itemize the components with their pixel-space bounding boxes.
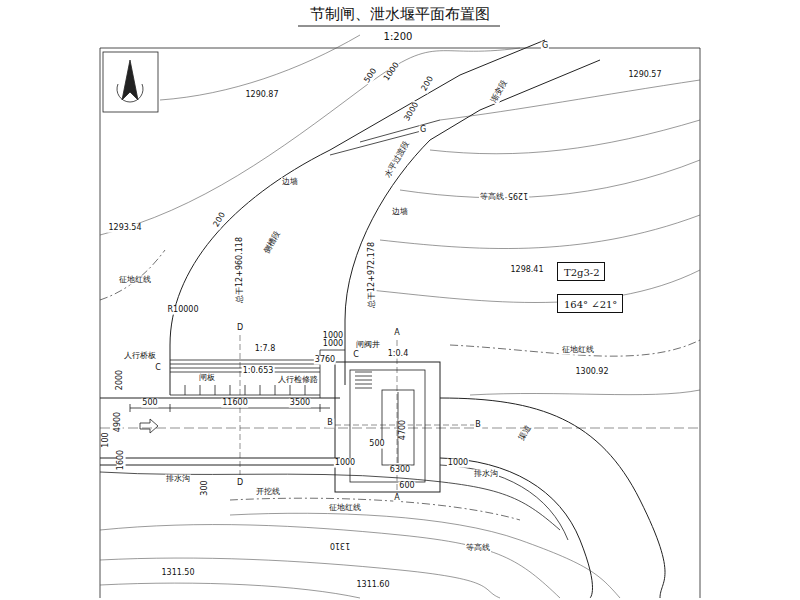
geology-text: 164° ∠21° xyxy=(564,299,616,310)
drawing-label: 500 xyxy=(362,66,379,85)
drawing-label: 总干12+972.178 xyxy=(368,241,377,309)
drawing-label: 1310 xyxy=(329,541,351,550)
drawing-label: 边墙 xyxy=(281,178,299,187)
drawing-label: 4700 xyxy=(399,419,408,441)
drawing-label: A xyxy=(393,494,400,503)
drawing-label: 1000 xyxy=(382,60,402,83)
drawing-label: B xyxy=(474,421,482,430)
drawing-label: 4900 xyxy=(114,411,123,433)
drawing-label: 1290.57 xyxy=(627,71,662,80)
drawing-label: 闸板 xyxy=(198,374,216,383)
drawing-label: 11600 xyxy=(221,399,248,408)
drawing-label: 2000 xyxy=(116,369,125,391)
drawing-label: 1000 xyxy=(334,459,356,468)
drawing-label: 500 xyxy=(141,399,158,408)
drawing-label: 征地红线 xyxy=(328,504,362,513)
geology-text: T2g3-2 xyxy=(564,267,598,278)
drawing-label: 总干12+960.118 xyxy=(236,236,245,304)
geology-box: 164° ∠21° xyxy=(557,294,623,313)
drawing-label: 开挖线 xyxy=(255,488,281,497)
drawing-label: 1:0.4 xyxy=(387,350,410,359)
geology-box: T2g3-2 xyxy=(557,262,605,281)
drawing-label: R10000 xyxy=(166,306,199,315)
drawing-label: 等高线 xyxy=(479,193,505,202)
drawing-label: 1311.50 xyxy=(160,569,195,578)
drawing-label: 1290.87 xyxy=(244,91,279,100)
drawing-label: G xyxy=(419,126,427,135)
drawing-label: 排水沟 xyxy=(165,475,191,484)
drawing-label: 人行桥板 xyxy=(123,352,157,361)
drawing-label: 等高线 xyxy=(465,544,491,553)
scale-caption: 1:200 xyxy=(384,31,413,42)
drawing-label: A xyxy=(393,329,400,338)
drawing-title: 节制闸、泄水堰平面布置图 xyxy=(310,6,490,23)
drawing-label: 1295 xyxy=(507,191,529,200)
drawing-label: 1000 xyxy=(322,340,344,349)
drawing-label: 100 xyxy=(102,431,111,448)
drawing-label: 闸阀井 xyxy=(355,341,381,350)
drawing-label: 1300.92 xyxy=(574,368,609,377)
drawing-label: G xyxy=(541,42,549,51)
drawing-label: 征地红线 xyxy=(561,346,595,355)
drawing-label: 3000 xyxy=(403,100,422,124)
drawing-label: 水平过渡段 xyxy=(384,140,413,181)
drawing-label: 200 xyxy=(212,210,228,229)
drawing-label: 500 xyxy=(368,440,385,449)
drawing-label: D xyxy=(236,479,244,488)
drawing-label: 人行检修路 xyxy=(277,376,319,385)
drawing-label: 6300 xyxy=(389,466,411,475)
drawing-label: 1293.54 xyxy=(107,224,142,233)
drawing-label: 200 xyxy=(420,74,436,93)
drawing-label: 边墙 xyxy=(391,208,409,217)
drawing-label: D xyxy=(236,324,244,333)
drawing-label: B xyxy=(326,419,334,428)
drawing-label: 1000 xyxy=(447,459,469,468)
drawing-label: 渠道 xyxy=(518,423,535,443)
drawing-label: 1298.41 xyxy=(509,266,544,275)
drawing-label: 排水沟 xyxy=(473,470,499,479)
drawing-label: 300 xyxy=(201,479,210,496)
drawing-label: 3760 xyxy=(314,356,336,365)
drawing-label: 1311.60 xyxy=(355,581,390,590)
drawing-label: 侧槽段 xyxy=(263,230,284,257)
drawing-label: 1600 xyxy=(117,449,126,471)
drawing-label: 1:7.8 xyxy=(254,345,277,354)
drawing-label: C xyxy=(352,351,360,360)
drawing-label: C xyxy=(154,364,162,373)
drawing-label: 3500 xyxy=(289,399,311,408)
drawing-label: 征地红线 xyxy=(118,276,152,285)
drawing-label: 1:0.653 xyxy=(242,367,275,376)
drawing-label: 600 xyxy=(398,482,415,491)
